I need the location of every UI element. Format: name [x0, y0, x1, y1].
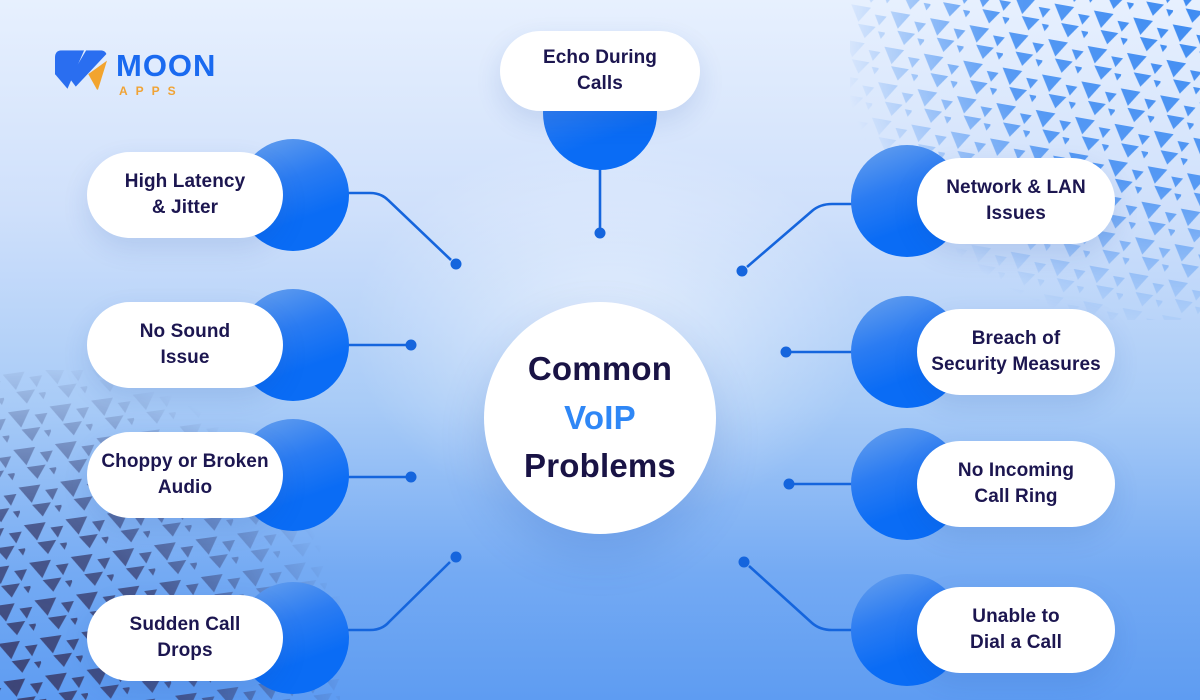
- node-label: Echo During Calls: [542, 46, 658, 94]
- moon-apps-logo: MOON APPS: [55, 50, 216, 97]
- node-label: Sudden Call Drops: [129, 613, 241, 661]
- node-unable-to-dial-call: Unable to Dial a Call: [917, 587, 1115, 673]
- node-label: Choppy or Broken Audio: [101, 450, 269, 498]
- node-no-sound-issue: No Sound Issue: [87, 302, 283, 388]
- center-title-line1: Common: [527, 349, 673, 387]
- logo-text: MOON APPS: [116, 50, 216, 97]
- node-no-incoming-call-ring: No Incoming Call Ring: [917, 441, 1115, 527]
- moon-apps-logo-icon: [55, 50, 107, 90]
- node-label: Unable to Dial a Call: [970, 605, 1062, 653]
- node-label: High Latency & Jitter: [124, 170, 246, 218]
- logo-brand: MOON: [116, 48, 217, 83]
- logo-subtitle: APPS: [119, 84, 184, 98]
- center-title-line2: VoIP: [564, 398, 636, 436]
- center-title-line3: Problems: [524, 447, 676, 485]
- node-echo-during-calls: Echo During Calls: [500, 31, 700, 111]
- node-label: Network & LAN Issues: [946, 176, 1086, 224]
- node-label: Breach of Security Measures: [931, 327, 1101, 375]
- center-title-circle: Common VoIP Problems: [484, 302, 716, 534]
- node-high-latency-jitter: High Latency & Jitter: [87, 152, 283, 238]
- node-breach-security-measures: Breach of Security Measures: [917, 309, 1115, 395]
- node-network-lan-issues: Network & LAN Issues: [917, 158, 1115, 244]
- node-sudden-call-drops: Sudden Call Drops: [87, 595, 283, 681]
- node-label: No Sound Issue: [139, 320, 231, 368]
- node-choppy-broken-audio: Choppy or Broken Audio: [87, 432, 283, 518]
- node-label: No Incoming Call Ring: [957, 459, 1075, 507]
